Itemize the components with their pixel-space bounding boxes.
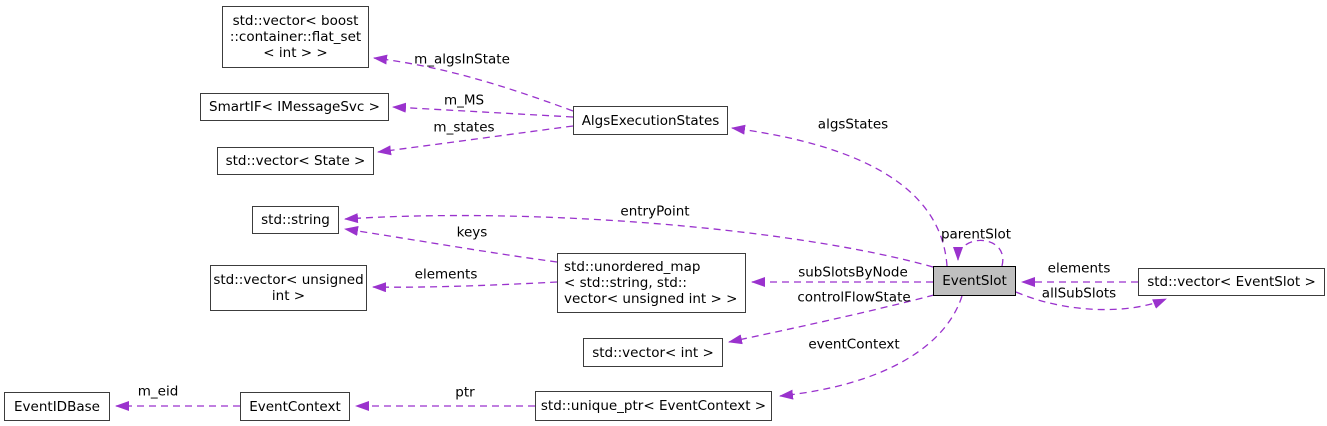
node-label: SmartIF< IMessageSvc > xyxy=(209,99,380,115)
node-label: std::vector< EventSlot > xyxy=(1147,274,1316,290)
edge-label-m-states: m_states xyxy=(433,119,495,136)
node-label: EventIDBase xyxy=(14,398,100,415)
edge-m-ms xyxy=(392,102,574,118)
edge-label-allsubslots: allSubSlots xyxy=(1041,285,1117,302)
edge-label-parentslot: parentSlot xyxy=(940,226,1012,243)
edge-label-ptr: ptr xyxy=(455,384,475,401)
edge-label-controlflowstate: controlFlowState xyxy=(797,289,911,306)
node-smartif-imessagesvc[interactable]: SmartIF< IMessageSvc > xyxy=(200,93,389,121)
node-event-slot: EventSlot xyxy=(933,266,1016,296)
node-std-vector-boost-flat-set[interactable]: std::vector< boost ::container::flat_set… xyxy=(222,6,369,68)
node-std-vector-state[interactable]: std::vector< State > xyxy=(217,147,374,175)
node-algs-execution-states[interactable]: AlgsExecutionStates xyxy=(573,106,728,135)
node-label: std::unique_ptr< EventContext > xyxy=(540,398,767,414)
edge-label-algsstates: algsStates xyxy=(817,116,889,133)
node-label: std::unordered_map < std::string, std:: … xyxy=(564,259,738,307)
node-label: std::string xyxy=(261,212,330,228)
edge-m-algsinstate xyxy=(373,54,574,112)
node-std-vector-event-slot[interactable]: std::vector< EventSlot > xyxy=(1138,268,1325,296)
node-std-vector-int[interactable]: std::vector< int > xyxy=(583,338,723,367)
node-label: std::vector< boost ::container::flat_set… xyxy=(229,13,362,61)
edge-controlflowstate xyxy=(728,294,935,345)
edge-parentslot xyxy=(953,239,1004,267)
edge-m-states xyxy=(377,125,574,156)
edge-algsstates xyxy=(731,124,948,267)
edge-label-subslotsbynode: subSlotsByNode xyxy=(798,264,908,281)
edge-elements-map xyxy=(372,281,558,293)
node-std-string[interactable]: std::string xyxy=(252,206,339,234)
node-std-unique-ptr-event-context[interactable]: std::unique_ptr< EventContext > xyxy=(535,391,772,421)
edge-eventcontext xyxy=(779,295,963,400)
node-std-unordered-map[interactable]: std::unordered_map < std::string, std:: … xyxy=(557,253,746,313)
node-label: std::vector< int > xyxy=(592,344,714,361)
edge-label-elements-map: elements xyxy=(414,266,478,283)
edge-label-entrypoint: entryPoint xyxy=(620,203,690,220)
edge-label-eventcontext: eventContext xyxy=(808,336,900,353)
node-label: AlgsExecutionStates xyxy=(581,112,720,129)
edge-label-keys: keys xyxy=(456,224,488,241)
node-event-id-base[interactable]: EventIDBase xyxy=(4,392,110,421)
node-label: EventSlot xyxy=(942,273,1007,289)
edge-allsubslots xyxy=(1015,291,1167,311)
node-label: std::vector< State > xyxy=(225,153,366,169)
node-std-vector-unsigned-int[interactable]: std::vector< unsigned int > xyxy=(210,265,367,311)
edge-keys xyxy=(344,226,558,263)
node-label: std::vector< unsigned int > xyxy=(213,272,364,304)
node-label: EventContext xyxy=(249,398,341,415)
edge-label-elements-vector: elements xyxy=(1047,260,1111,277)
edge-label-m-ms: m_MS xyxy=(443,92,485,109)
edge-label-m-eid: m_eid xyxy=(137,383,179,400)
node-event-context[interactable]: EventContext xyxy=(240,392,350,421)
edge-label-m-algsinstate: m_algsInState xyxy=(414,51,510,68)
edge-entrypoint xyxy=(344,213,934,268)
